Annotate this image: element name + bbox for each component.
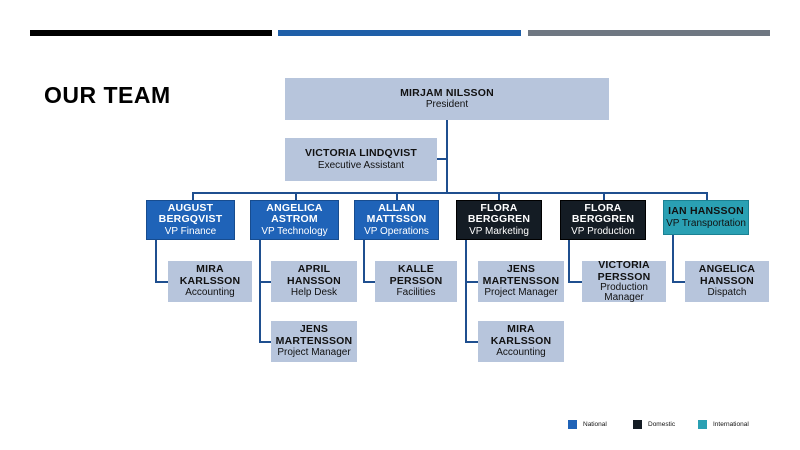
connector-marketing-staff-1	[465, 281, 478, 283]
connector-assistant	[437, 158, 447, 160]
node-staff-operations-facilities: KALLE PERSSON Facilities	[375, 261, 457, 302]
node-vp-finance: AUGUST BERGQVIST VP Finance	[146, 200, 235, 240]
legend-label: Domestic	[648, 421, 676, 428]
accent-bar-blue	[278, 30, 521, 36]
node-staff-marketing-pm: JENS MARTENSSON Project Manager	[478, 261, 564, 302]
node-staff-finance-accounting: MIRA KARLSSON Accounting	[168, 261, 252, 302]
node-name: VICTORIA PERSSON	[597, 259, 651, 283]
node-name: MIRJAM NILSSON	[400, 86, 494, 99]
legend-item-domestic: Domestic	[633, 420, 675, 429]
connector-finance-staff	[155, 281, 168, 283]
accent-bar-grey	[528, 30, 770, 36]
node-name: FLORA BERGGREN	[571, 201, 635, 226]
node-vp-technology: ANGELICA ASTROM VP Technology	[250, 200, 339, 240]
node-name: MIRA KARLSSON	[179, 263, 241, 287]
node-role: President	[425, 99, 469, 110]
connector-marketing-down	[465, 240, 467, 342]
node-role: Project Manager	[484, 287, 558, 299]
legend-item-international: International	[698, 420, 749, 429]
connector-production-down	[568, 240, 570, 282]
node-role: VP Marketing	[469, 225, 529, 237]
node-role: VP Transportation	[666, 217, 746, 229]
connector-finance-down	[155, 240, 157, 282]
node-staff-marketing-accounting: MIRA KARLSSON Accounting	[478, 321, 564, 362]
legend-item-national: National	[568, 420, 607, 429]
connector-vp-1	[192, 192, 194, 200]
node-name: KALLE PERSSON	[389, 263, 443, 287]
connector-technology-staff-2	[259, 341, 271, 343]
node-role: Help Desk	[290, 287, 338, 299]
legend-label: International	[713, 421, 749, 428]
legend-swatch-international	[698, 420, 707, 429]
connector-vp-5	[603, 192, 605, 200]
node-staff-transportation-dispatch: ANGELICA HANSSON Dispatch	[685, 261, 769, 302]
node-role: Facilities	[396, 287, 436, 299]
page-title: OUR TEAM	[44, 82, 171, 108]
connector-operations-staff	[363, 281, 375, 283]
node-vp-transportation: IAN HANSSON VP Transportation	[663, 200, 749, 235]
node-staff-production-manager: VICTORIA PERSSON Production Manager	[582, 259, 666, 303]
node-role: VP Production	[571, 225, 635, 237]
connector-transportation-staff	[672, 281, 685, 283]
node-staff-technology-pm: JENS MARTENSSON Project Manager	[271, 321, 357, 362]
node-vp-operations: ALLAN MATTSSON VP Operations	[354, 200, 439, 240]
accent-bar-black	[30, 30, 272, 36]
node-name: ANGELICA ASTROM	[266, 201, 323, 226]
connector-vp-6	[706, 192, 708, 200]
node-role: Accounting	[185, 287, 235, 299]
node-name: ANGELICA HANSSON	[698, 263, 756, 287]
legend-swatch-national	[568, 420, 577, 429]
connector-transportation-down	[672, 234, 674, 282]
node-executive-assistant: VICTORIA LINDQVIST Executive Assistant	[285, 138, 437, 181]
connector-vp-3	[396, 192, 398, 200]
node-name: FLORA BERGGREN	[467, 201, 531, 226]
legend-label: National	[583, 421, 607, 428]
node-role: VP Technology	[261, 225, 328, 237]
connector-technology-staff-1	[259, 281, 271, 283]
node-role: Dispatch	[707, 287, 747, 299]
node-vp-marketing: FLORA BERGGREN VP Marketing	[456, 200, 542, 240]
node-name: AUGUST BERGQVIST	[158, 201, 223, 226]
node-role: Production Manager	[600, 282, 648, 303]
connector-president-trunk	[446, 120, 448, 193]
legend-swatch-domestic	[633, 420, 642, 429]
node-name: JENS MARTENSSON	[275, 323, 353, 347]
node-name: ALLAN MATTSSON	[366, 201, 427, 226]
connector-vp-4	[498, 192, 500, 200]
node-name: IAN HANSSON	[668, 205, 744, 217]
connector-vp-rail	[192, 192, 706, 194]
node-president: MIRJAM NILSSON President	[285, 78, 609, 120]
connector-operations-down	[363, 240, 365, 282]
node-role: Accounting	[496, 347, 546, 359]
node-name: MIRA KARLSSON	[490, 323, 552, 347]
node-role: Project Manager	[277, 347, 351, 359]
node-name: JENS MARTENSSON	[482, 263, 560, 287]
connector-marketing-staff-2	[465, 341, 478, 343]
node-vp-production: FLORA BERGGREN VP Production	[560, 200, 646, 240]
node-name: VICTORIA LINDQVIST	[304, 147, 418, 159]
node-role: VP Operations	[364, 225, 429, 237]
node-role: VP Finance	[164, 225, 217, 237]
connector-technology-down	[259, 240, 261, 342]
node-role: Executive Assistant	[317, 159, 405, 171]
connector-vp-2	[295, 192, 297, 200]
node-staff-technology-helpdesk: APRIL HANSSON Help Desk	[271, 261, 357, 302]
node-name: APRIL HANSSON	[287, 263, 341, 287]
connector-production-staff	[568, 281, 582, 283]
